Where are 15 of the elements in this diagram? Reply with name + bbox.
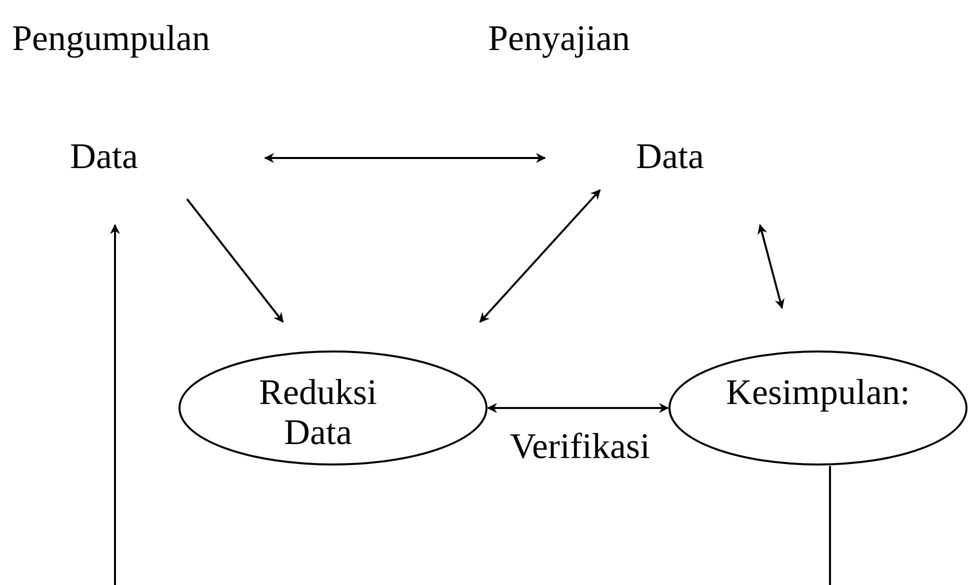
arrow — [757, 224, 785, 309]
node-label: Kesimpulan: — [726, 372, 910, 412]
side-label: Verifikasi — [510, 426, 650, 466]
stage-label: Data — [636, 136, 704, 176]
arrow — [186, 198, 284, 323]
connector-line — [829, 466, 831, 585]
arrow — [479, 189, 601, 323]
arrow — [110, 224, 120, 585]
stage-heading: Pengumpulan — [12, 18, 210, 58]
arrow — [487, 403, 669, 413]
stage-label: Data — [70, 136, 138, 176]
node-label: Reduksi Data — [258, 372, 378, 452]
stage-heading: Penyajian — [488, 18, 630, 58]
ellipse-node — [178, 350, 488, 466]
arrow — [264, 153, 546, 163]
